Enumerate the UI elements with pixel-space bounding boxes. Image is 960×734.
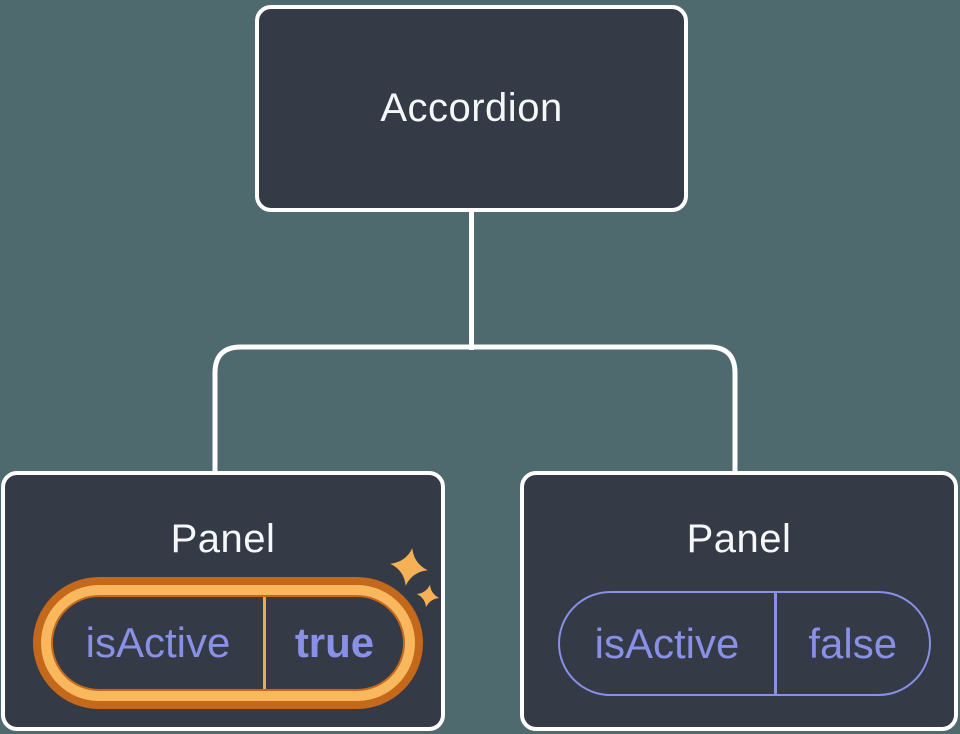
state-key-label: isActive [594,619,740,667]
sparkle-small-icon [416,584,440,608]
state-divider [774,593,777,694]
sparkle-icons [390,548,440,608]
state-pill-active: isActive true [51,595,405,691]
panel-inactive-label: Panel [686,517,792,561]
state-divider [263,597,266,689]
connector-branch [212,344,738,472]
state-pill-inactive: isActive false [558,591,931,696]
state-key-label: isActive [85,619,231,666]
sparkle-large-icon [390,548,428,586]
highlight-ring: isActive true [33,577,423,709]
node-panel-active: Panel isActive true [1,471,445,731]
panel-active-label: Panel [170,517,276,561]
state-value-label: true [294,619,375,666]
node-panel-inactive: Panel isActive false [520,471,958,731]
accordion-label: Accordion [380,86,563,130]
state-value-label: false [808,619,898,667]
node-accordion: Accordion [255,5,688,212]
highlight-ring-inner-band: isActive true [41,585,415,701]
